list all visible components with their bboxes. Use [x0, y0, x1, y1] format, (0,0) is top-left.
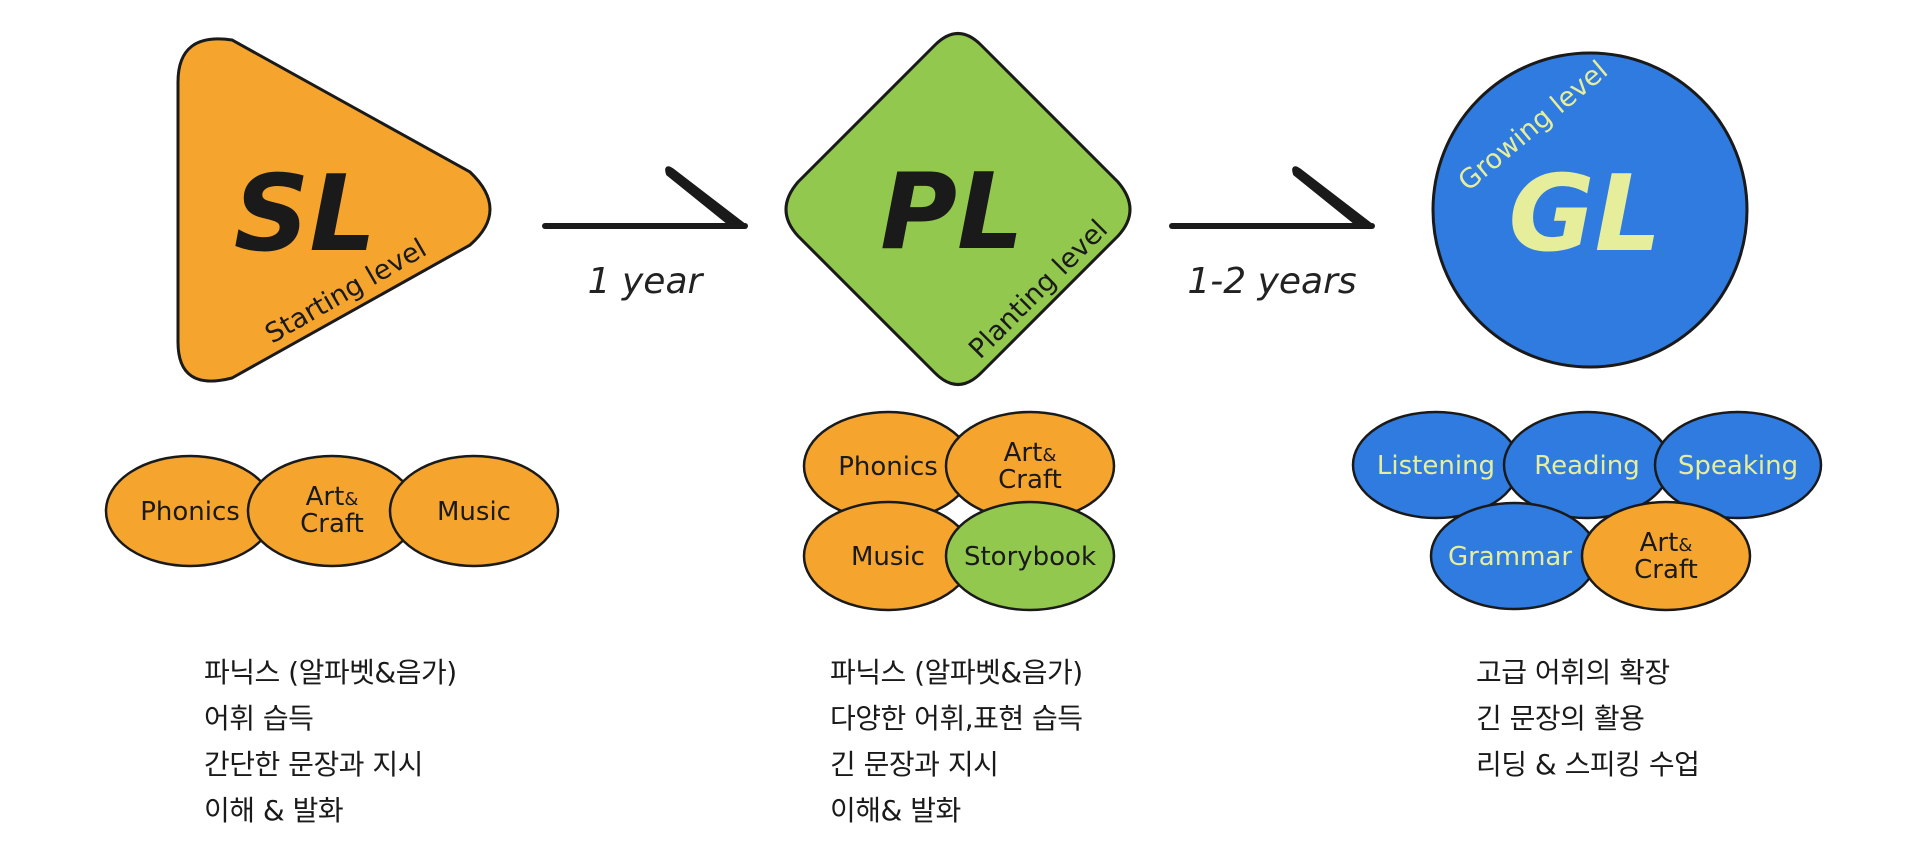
bubble-gl-grammar-label: Grammar: [1448, 542, 1572, 572]
pl-shape-group: PL Planting level: [784, 32, 1132, 386]
bubble-sl-artcraft-label: Art&Craft: [300, 482, 364, 539]
bubble-gl-artcraft-label: Art&Craft: [1634, 528, 1698, 585]
bubble-gl-reading-label: Reading: [1534, 451, 1640, 481]
pl-description: 파닉스 (알파벳&음가) 다양한 어휘,표현 습득 긴 문장과 지시 이해& 발…: [830, 650, 1083, 834]
bubble-pl-storybook: [944, 500, 1116, 612]
pl-description-line: 긴 문장과 지시: [830, 748, 999, 781]
bubble-sl-music-label: Music: [437, 497, 511, 527]
duration-1-label: 1 year: [588, 261, 705, 302]
bubble-sl-music: [388, 454, 560, 568]
gl-description-line: 리딩 & 스피킹 수업: [1476, 748, 1700, 781]
gl-shape-group: GL Growing level: [1431, 51, 1749, 369]
sl-description-line: 이해 & 발화: [204, 794, 344, 827]
sl-shape-group: SL Starting level: [176, 37, 492, 383]
arrow-pl-to-gl: 1-2 years: [1169, 166, 1375, 302]
pl-code: PL: [880, 151, 1024, 273]
pl-diamond: [784, 32, 1132, 386]
arrow-sl-to-pl: 1 year: [542, 166, 748, 302]
pl-description-line: 다양한 어휘,표현 습득: [830, 702, 1083, 735]
bubble-pl-storybook-label: Storybook: [964, 542, 1096, 572]
sl-description-line: 파닉스 (알파벳&음가): [204, 656, 457, 689]
pl-description-line: 파닉스 (알파벳&음가): [830, 656, 1083, 689]
bubble-gl-speaking-label: Speaking: [1678, 451, 1798, 481]
pl-bubbles: Phonics Art&Craft Music Storybook: [802, 410, 1116, 612]
bubble-gl-speaking: [1653, 410, 1823, 520]
sl-description: 파닉스 (알파벳&음가) 어휘 습득 간단한 문장과 지시 이해 & 발화: [204, 650, 457, 834]
gl-description-line: 긴 문장의 활용: [1476, 702, 1645, 735]
pl-description-line: 이해& 발화: [830, 794, 961, 827]
bubble-gl-listening-label: Listening: [1377, 451, 1495, 481]
bubble-gl-artcraft: [1580, 500, 1752, 612]
gl-description-line: 고급 어휘의 확장: [1476, 656, 1670, 689]
gl-bubbles: Listening Reading Speaking Grammar Art&C…: [1351, 410, 1823, 612]
gl-code: GL: [1508, 153, 1661, 275]
sl-bubbles: Phonics Art&Craft Music: [104, 454, 560, 568]
sl-code: SL: [234, 153, 377, 275]
bubble-sl-phonics-label: Phonics: [140, 497, 240, 527]
bubble-pl-music-label: Music: [851, 542, 925, 572]
bubble-pl-artcraft-label: Art&Craft: [998, 438, 1062, 495]
sl-description-line: 간단한 문장과 지시: [204, 748, 423, 781]
sl-description-line: 어휘 습득: [204, 702, 314, 735]
bubble-pl-phonics-label: Phonics: [838, 452, 938, 482]
sl-triangle: [176, 37, 492, 383]
gl-circle: [1431, 51, 1749, 369]
duration-2-label: 1-2 years: [1187, 261, 1356, 302]
gl-description: 고급 어휘의 확장 긴 문장의 활용 리딩 & 스피킹 수업: [1476, 650, 1700, 788]
